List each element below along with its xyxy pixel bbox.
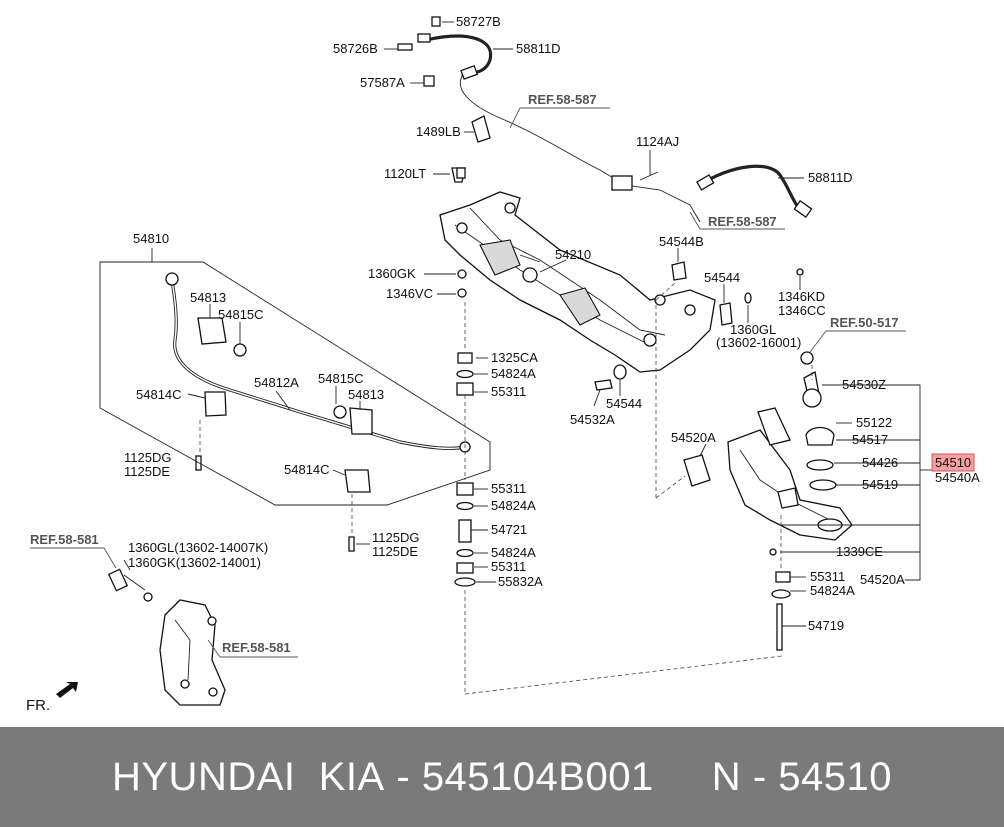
- label-54517: 54517: [852, 432, 888, 447]
- label-1125DG: 1125DG: [124, 450, 171, 465]
- label-54510: 54510: [935, 455, 971, 470]
- label-55311-d: 55311: [810, 569, 845, 584]
- label-54824A-d: 54824A: [810, 583, 855, 598]
- label-1360GK-b: 1360GK(13602-14001): [128, 555, 261, 570]
- label-54540A: 54540A: [935, 470, 980, 485]
- label-55311-b: 55311: [491, 481, 526, 496]
- label-ref-50-517: REF.50-517: [830, 315, 899, 330]
- front-arrow-icon: [56, 682, 78, 698]
- label-54824A: 54824A: [491, 366, 536, 381]
- footer-n-value: 54510: [778, 754, 892, 799]
- footer-brand: HYUNDAI: [111, 754, 296, 799]
- label-54544: 54544: [704, 270, 740, 285]
- highlight-box: [931, 453, 975, 472]
- label-54719: 54719: [808, 618, 844, 633]
- label-1125DG-b: 1125DG: [372, 530, 419, 545]
- footer-make: KIA: [318, 754, 385, 799]
- label-1346VC: 1346VC: [386, 286, 433, 301]
- label-13602-16001: (13602-16001): [716, 335, 801, 350]
- label-54426: 54426: [862, 455, 898, 470]
- label-55832A: 55832A: [498, 574, 543, 589]
- label-55311-c: 55311: [491, 559, 526, 574]
- label-54824A-c: 54824A: [491, 545, 536, 560]
- label-54815C-b: 54815C: [318, 371, 364, 386]
- footer-n-label: N: [711, 754, 742, 799]
- label-1125DE-b: 1125DE: [372, 544, 418, 559]
- stabilizer-bar-54812A: [165, 272, 471, 552]
- label-1360GL: 1360GL: [730, 322, 776, 337]
- leader-lines: [30, 21, 932, 695]
- label-ref-58-581-b: REF.58-581: [222, 640, 291, 655]
- label-54814C: 54814C: [136, 387, 182, 402]
- label-1489LB: 1489LB: [416, 124, 461, 139]
- label-54544-b: 54544: [606, 396, 642, 411]
- label-57587A: 57587A: [360, 75, 405, 90]
- label-54810: 54810: [133, 231, 169, 246]
- label-ref-58-581: REF.58-581: [30, 532, 99, 547]
- footer-separator-2: -: [752, 754, 767, 799]
- part-labels: 58727B 58726B 58811D 57587A REF.58-587 1…: [26, 14, 980, 714]
- label-58811D-right: 58811D: [808, 170, 853, 185]
- label-54520A-b: 54520A: [860, 572, 905, 587]
- label-54530Z: 54530Z: [842, 377, 886, 392]
- label-1360GK: 1360GK: [368, 266, 416, 281]
- label-54544B: 54544B: [659, 234, 704, 249]
- label-1346CC: 1346CC: [778, 303, 826, 318]
- label-54721: 54721: [491, 522, 527, 537]
- label-58726B: 58726B: [333, 41, 378, 56]
- label-54210: 54210: [555, 247, 591, 262]
- label-54812A: 54812A: [254, 375, 299, 390]
- label-1325CA: 1325CA: [491, 350, 538, 365]
- label-1125DE: 1125DE: [124, 464, 170, 479]
- label-1360GL-b: 1360GL(13602-14007K): [128, 540, 268, 555]
- knuckle-bracket: [107, 568, 226, 706]
- label-55122: 55122: [856, 415, 892, 430]
- label-1346KD: 1346KD: [778, 289, 825, 304]
- part-number-banner: HYUNDAI KIA - 545104B001 N - 54510: [0, 727, 1004, 827]
- label-54532A: 54532A: [570, 412, 615, 427]
- label-ref-58-587-b: REF.58-587: [708, 214, 777, 229]
- label-54519: 54519: [862, 477, 898, 492]
- label-55311: 55311: [491, 384, 526, 399]
- label-54824A-b: 54824A: [491, 498, 536, 513]
- label-54520A: 54520A: [671, 430, 716, 445]
- crossmember-54210: [439, 191, 716, 373]
- brake-hose-assembly: [397, 16, 813, 223]
- label-54814C-b: 54814C: [284, 462, 330, 477]
- footer-separator: -: [396, 754, 411, 799]
- link-bushing-stack: [454, 167, 476, 587]
- label-ref-58-587: REF.58-587: [528, 92, 597, 107]
- parts-diagram: 58727B 58726B 58811D 57587A REF.58-587 1…: [26, 14, 980, 714]
- label-54813-b: 54813: [348, 387, 384, 402]
- label-58727B: 58727B: [456, 14, 501, 29]
- lower-arm-54510: [594, 261, 853, 651]
- footer-part-number: 545104B001: [421, 754, 654, 799]
- label-54813: 54813: [190, 290, 226, 305]
- label-54815C: 54815C: [218, 307, 264, 322]
- label-58811D: 58811D: [516, 41, 561, 56]
- label-1339CE: 1339CE: [836, 544, 883, 559]
- label-1124AJ: 1124AJ: [636, 134, 679, 149]
- label-fr: FR.: [26, 697, 50, 714]
- label-1120LT: 1120LT: [384, 166, 426, 181]
